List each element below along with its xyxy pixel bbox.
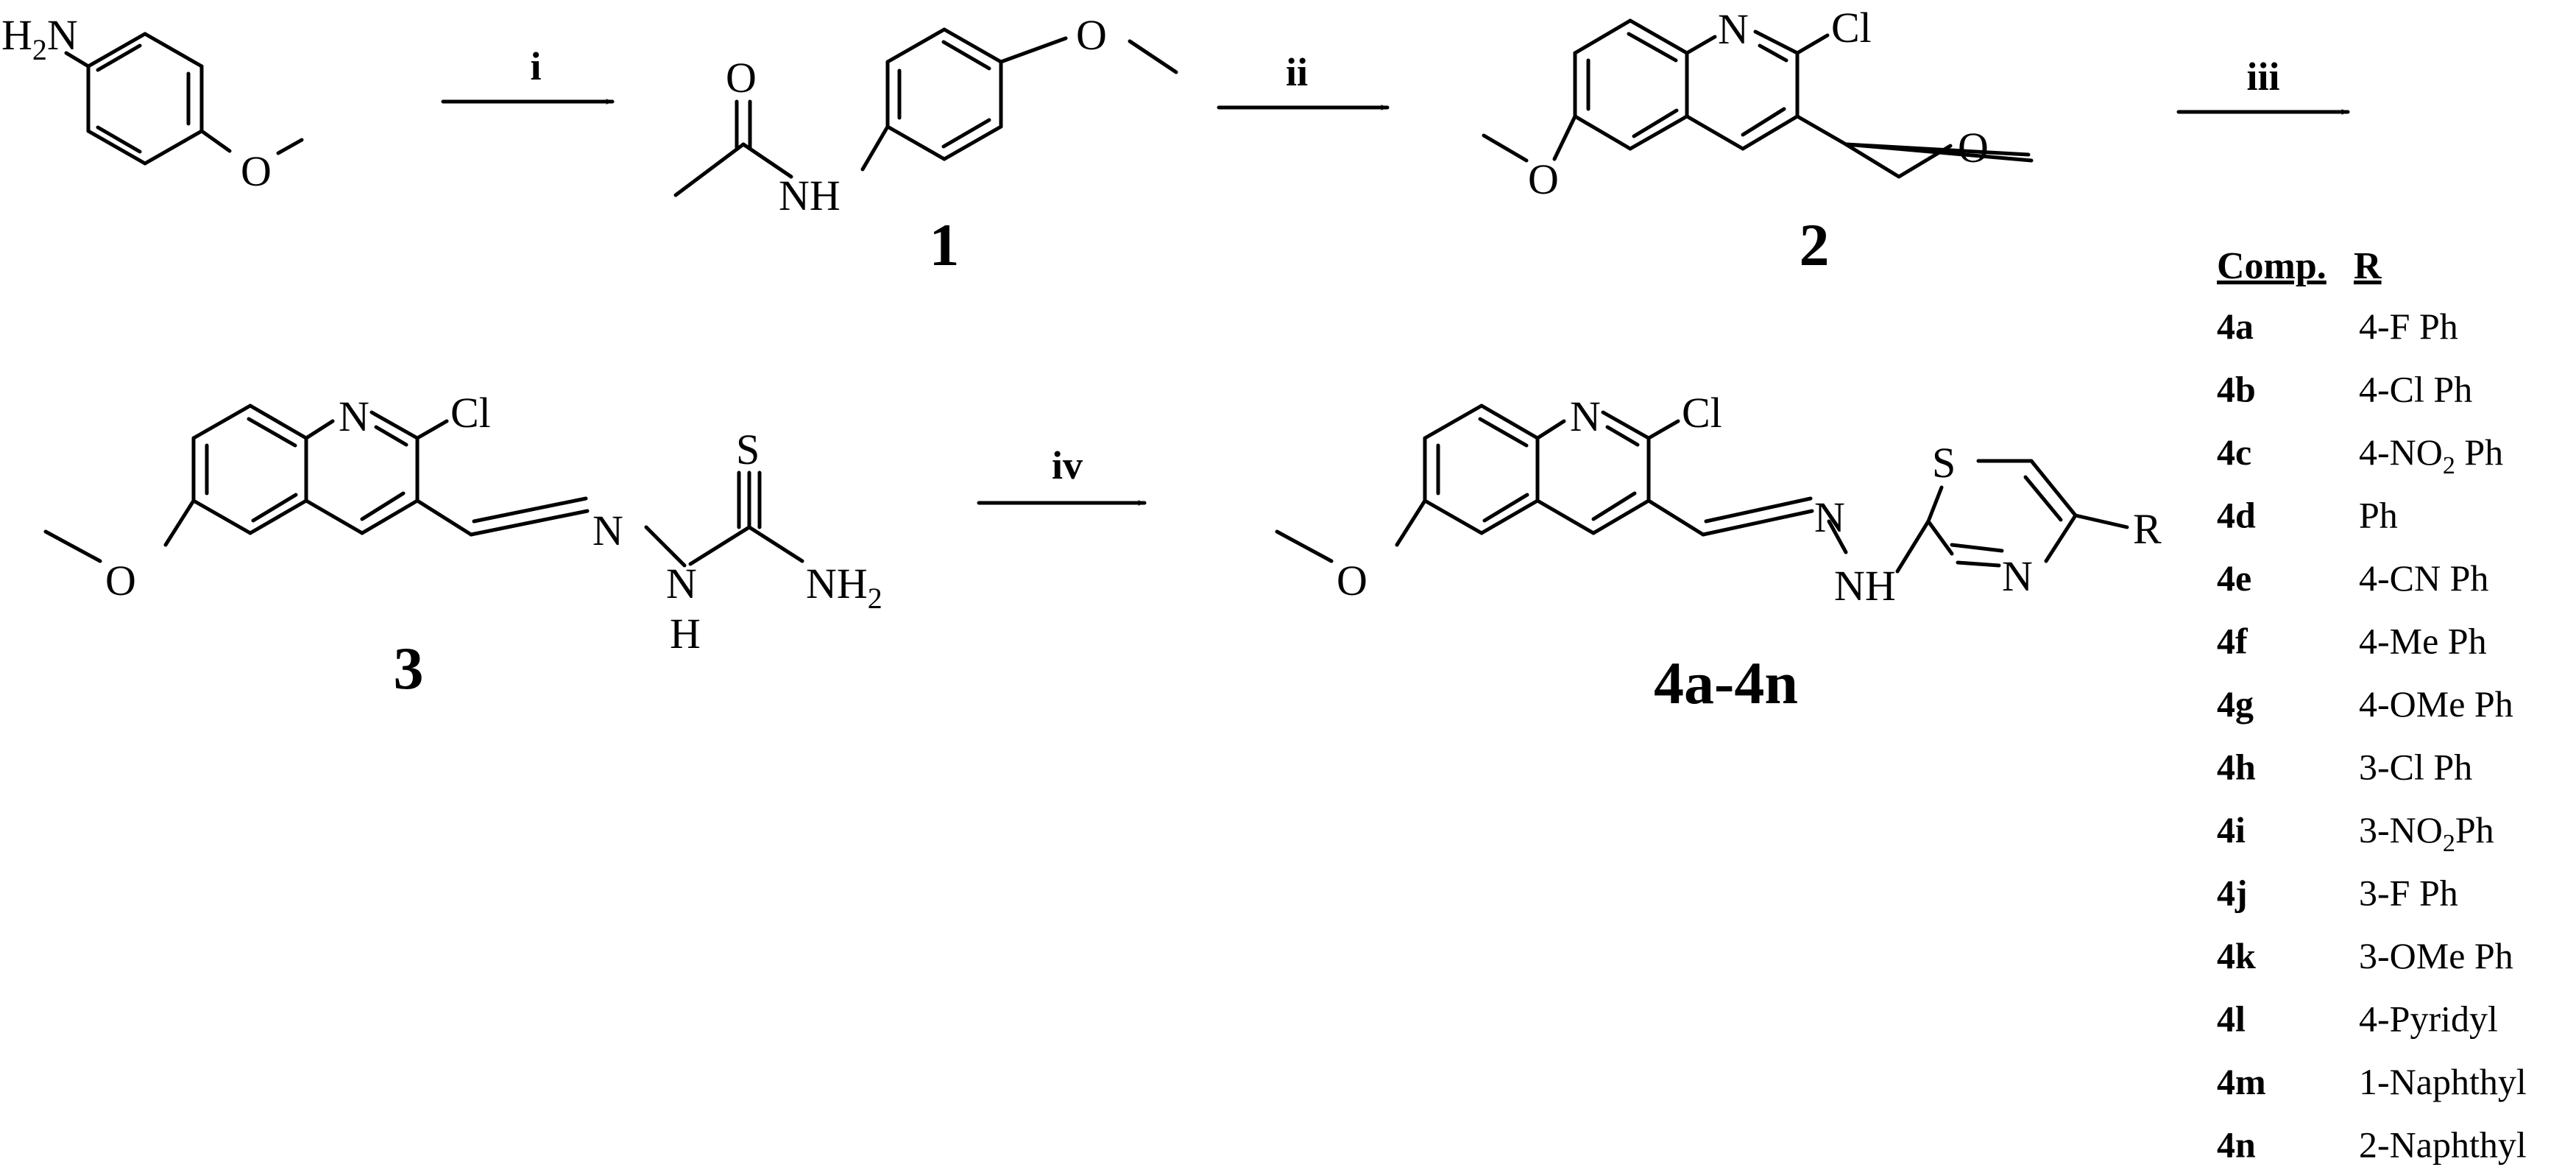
- table-cell-r-4c: 4-NO2 Ph: [2359, 431, 2503, 479]
- table-cell-comp-4d: 4d: [2217, 495, 2256, 536]
- amine-n-label: N: [47, 11, 78, 59]
- table-cell-r-4a: 4-F Ph: [2359, 306, 2458, 347]
- compound-3-label: 3: [394, 635, 424, 702]
- table-cell-r-4d: Ph: [2359, 495, 2398, 536]
- amine-h-label: H: [1, 11, 32, 59]
- table-cell-comp-4n: 4n: [2217, 1124, 2256, 1166]
- compound-2-label: 2: [1800, 211, 1830, 278]
- table-cell-r-4f: 4-Me Ph: [2359, 621, 2487, 662]
- aldehyde-o-label: O: [1958, 124, 1989, 172]
- step-iv-arrow: iv: [977, 443, 1147, 506]
- step-iii-label: iii: [2246, 54, 2279, 99]
- svg-text:H2N: H2N: [1, 11, 78, 66]
- table-cell-r-4j: 3-F Ph: [2359, 873, 2458, 914]
- step-iii-arrow: iii: [2176, 54, 2350, 115]
- table-cell-comp-4m: 4m: [2217, 1061, 2266, 1102]
- hydrazine-n-label: N: [666, 560, 697, 607]
- chloro-label: Cl: [1682, 389, 1722, 437]
- thiazole-s-label: S: [1932, 439, 1956, 487]
- step-i-label: i: [530, 44, 541, 88]
- table-cell-comp-4a: 4a: [2217, 306, 2254, 347]
- compound-4-structure: N Cl N NH S N R O: [1275, 389, 2162, 610]
- table-rows: 4a 4-F Ph 4b 4-Cl Ph 4c 4-NO2 Ph 4d Ph 4e 4-CN Ph…: [2217, 306, 2527, 1166]
- table-cell-comp-4j: 4j: [2217, 873, 2248, 914]
- table-cell-comp-4h: 4h: [2217, 747, 2256, 788]
- table-cell-r-4l: 4-Pyridyl: [2359, 998, 2498, 1040]
- table-cell-comp-4g: 4g: [2217, 683, 2254, 725]
- thiazole-n-label: N: [2002, 552, 2033, 600]
- quinoline-n-label: N: [1570, 392, 1601, 440]
- table-cell-r-4m: 1-Naphthyl: [2359, 1061, 2527, 1102]
- amine-nh-label: NH: [806, 560, 868, 607]
- table-cell-r-4e: 4-CN Ph: [2359, 557, 2488, 599]
- compound-4-label: 4a-4n: [1654, 649, 1798, 716]
- carbonyl-o-label: O: [726, 54, 757, 102]
- table-cell-r-4i: 3-NO2Ph: [2359, 809, 2494, 857]
- table-cell-r-4k: 3-OMe Ph: [2359, 935, 2513, 976]
- table-cell-r-4n: 2-Naphthyl: [2359, 1124, 2527, 1166]
- table-cell-r-4h: 3-Cl Ph: [2359, 747, 2472, 788]
- amine-sub-label: 2: [868, 582, 882, 615]
- table-header-comp: Comp.: [2217, 245, 2326, 287]
- methoxy-o-label: O: [241, 147, 272, 195]
- table-cell-comp-4l: 4l: [2217, 998, 2246, 1040]
- quinoline-n-label: N: [339, 392, 369, 440]
- step-ii-label: ii: [1286, 50, 1308, 94]
- p-anisidine-structure: H2N O: [1, 11, 304, 195]
- methoxy-o-label: O: [105, 557, 136, 605]
- quinoline-n-label: N: [1718, 5, 1749, 53]
- table-cell-comp-4k: 4k: [2217, 935, 2256, 976]
- methoxy-o-label: O: [1528, 155, 1559, 203]
- table-cell-comp-4b: 4b: [2217, 369, 2256, 410]
- imine-n-label: N: [592, 507, 623, 554]
- compound-2-structure: N Cl O O: [1482, 4, 2034, 203]
- compound-1-structure: O NH O: [673, 11, 1178, 219]
- hydrazine-h-label: H: [670, 610, 701, 658]
- svg-text:NH2: NH2: [806, 560, 882, 615]
- methoxy-o-label: O: [1076, 11, 1107, 59]
- compound-1-label: 1: [930, 211, 960, 278]
- table-cell-r-4g: 4-OMe Ph: [2359, 683, 2513, 725]
- table-cell-comp-4f: 4f: [2217, 621, 2248, 662]
- compound-3-structure: N Cl N N H S NH2 O: [43, 389, 882, 658]
- thione-s-label: S: [736, 426, 760, 473]
- table-header-r: R: [2354, 245, 2382, 287]
- table-cell-r-4b: 4-Cl Ph: [2359, 369, 2472, 410]
- amine-sub-label: 2: [32, 33, 47, 66]
- amide-nh-label: NH: [779, 172, 841, 219]
- chloro-label: Cl: [1831, 4, 1872, 52]
- table-cell-comp-4e: 4e: [2217, 557, 2251, 599]
- r-group-label: R: [2133, 505, 2162, 553]
- methoxy-o-label: O: [1337, 557, 1367, 605]
- table-cell-comp-4i: 4i: [2217, 809, 2246, 850]
- hydrazine-nh-label: NH: [1834, 562, 1896, 610]
- table-cell-comp-4c: 4c: [2217, 431, 2251, 473]
- step-ii-arrow: ii: [1217, 50, 1390, 110]
- imine-n-label: N: [1814, 493, 1845, 541]
- chloro-label: Cl: [450, 389, 491, 437]
- step-i-arrow: i: [441, 44, 615, 105]
- step-iv-label: iv: [1052, 443, 1083, 487]
